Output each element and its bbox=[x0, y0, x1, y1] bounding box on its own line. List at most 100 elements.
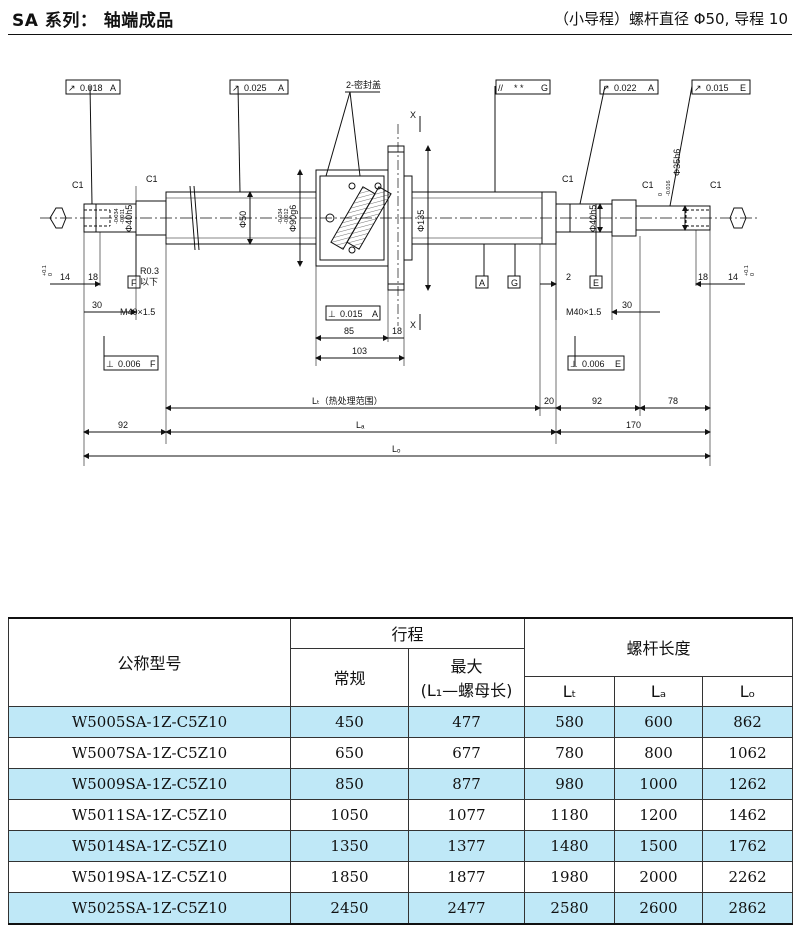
perpendicular-symbol: ⊥ bbox=[106, 359, 114, 369]
dim-18: 18 bbox=[698, 272, 708, 282]
dim-20: 20 bbox=[544, 396, 554, 406]
tolerance-value: 0.018 bbox=[80, 83, 103, 93]
cell-max: 877 bbox=[407, 767, 526, 800]
cell-lo: 862 bbox=[702, 705, 794, 738]
runout-symbol-2: ↗ bbox=[232, 83, 240, 93]
cell-max: 2477 bbox=[407, 891, 526, 924]
dia-135: Φ135 bbox=[416, 210, 426, 232]
cell-la: 1500 bbox=[614, 829, 704, 862]
cell-max: 1377 bbox=[407, 829, 526, 862]
col-stroke: 行程 bbox=[289, 617, 526, 649]
dim-14: 14 bbox=[60, 272, 70, 282]
cell-max: 1877 bbox=[407, 860, 526, 893]
dia-40h5: Φ40h5 bbox=[124, 205, 134, 232]
chamfer-label: C1 bbox=[146, 174, 158, 184]
tol-small: 0 bbox=[658, 193, 664, 196]
cell-lt: 1980 bbox=[524, 860, 616, 893]
cell-model: W5005SA-1Z-C5Z10 bbox=[8, 705, 291, 738]
runout-symbol-1: ↗ bbox=[68, 83, 76, 93]
tolerance-ref: E bbox=[615, 359, 621, 369]
dim-85: 85 bbox=[344, 326, 354, 336]
dim-92: 92 bbox=[592, 396, 602, 406]
dim-92: 92 bbox=[118, 420, 128, 430]
chamfer-label: C1 bbox=[562, 174, 574, 184]
cell-model: W5011SA-1Z-C5Z10 bbox=[8, 798, 291, 831]
spec-table: 公称型号 行程 螺杆长度 常规 最大 (L₁—螺母长) Lₜ Lₐ Lₒ W50… bbox=[8, 617, 794, 925]
cell-normal: 1050 bbox=[290, 798, 409, 831]
datum-a: A bbox=[479, 278, 485, 288]
tolerance-ref: E bbox=[740, 83, 746, 93]
tolerance-ref: A bbox=[278, 83, 284, 93]
dia-50: Φ50 bbox=[238, 211, 248, 228]
cell-max: 677 bbox=[407, 736, 526, 769]
cell-model: W5014SA-1Z-C5Z10 bbox=[8, 829, 291, 862]
cell-la: 1200 bbox=[614, 798, 704, 831]
dim-170: 170 bbox=[626, 420, 641, 430]
cell-la: 2000 bbox=[614, 860, 704, 893]
tol-small: +0.1 bbox=[744, 265, 750, 276]
dim-18: 18 bbox=[392, 326, 402, 336]
cell-la: 1000 bbox=[614, 767, 704, 800]
cell-lo: 1262 bbox=[702, 767, 794, 800]
thread-label: M40×1.5 bbox=[566, 307, 601, 317]
cell-lt: 1180 bbox=[524, 798, 616, 831]
tolerance-ref: A bbox=[110, 83, 116, 93]
cell-lt: 1480 bbox=[524, 829, 616, 862]
technical-drawing: ↗ 0.018 A ↗ 0.025 A // * * G ↗ 0.022 A ↗… bbox=[40, 79, 760, 466]
radius-label: R0.3 bbox=[140, 266, 159, 276]
radius-label-sub: 以下 bbox=[140, 277, 158, 287]
tol-small: 0 bbox=[48, 273, 54, 276]
col-model: 公称型号 bbox=[8, 617, 291, 707]
tolerance-ref: F bbox=[150, 359, 156, 369]
tol-small: 0 bbox=[750, 273, 756, 276]
dim-14: 14 bbox=[728, 272, 738, 282]
cell-lo: 2262 bbox=[702, 860, 794, 893]
col-la: Lₐ bbox=[614, 675, 704, 707]
tolerance-value: * * bbox=[514, 83, 524, 93]
page-subtitle: （小导程）螺杆直径 Φ50, 导程 10 bbox=[553, 10, 788, 28]
dim-30: 30 bbox=[92, 300, 102, 310]
runout-symbol-3: ↗ bbox=[602, 83, 610, 93]
chamfer-label: C1 bbox=[710, 180, 722, 190]
col-lo: Lₒ bbox=[702, 675, 794, 707]
chamfer-label: C1 bbox=[72, 180, 84, 190]
col-length: 螺杆长度 bbox=[524, 617, 794, 677]
tol-small: +0.1 bbox=[42, 265, 48, 276]
dim-78: 78 bbox=[668, 396, 678, 406]
tol-small: -0.012 bbox=[284, 208, 290, 224]
tolerance-value: 0.006 bbox=[582, 359, 605, 369]
cell-lo: 1762 bbox=[702, 829, 794, 862]
perpendicular-symbol: ⊥ bbox=[570, 359, 578, 369]
cell-normal: 450 bbox=[290, 705, 409, 738]
col-lt: Lₜ bbox=[524, 675, 616, 707]
cell-lt: 980 bbox=[524, 767, 616, 800]
tolerance-ref: A bbox=[372, 309, 378, 319]
cell-lo: 1062 bbox=[702, 736, 794, 769]
dim-la: Lₐ bbox=[356, 420, 365, 430]
col-normal: 常规 bbox=[290, 647, 409, 707]
tolerance-ref: G bbox=[541, 83, 548, 93]
col-max: 最大 (L₁—螺母长) bbox=[407, 647, 526, 707]
dim-30: 30 bbox=[622, 300, 632, 310]
dia-35h6: Φ35h6 bbox=[672, 149, 682, 176]
col-max-sub: (L₁—螺母长) bbox=[420, 681, 513, 700]
cell-lo: 1462 bbox=[702, 798, 794, 831]
tolerance-value: 0.006 bbox=[118, 359, 141, 369]
cell-max: 1077 bbox=[407, 798, 526, 831]
cell-normal: 1350 bbox=[290, 829, 409, 862]
cell-la: 2600 bbox=[614, 891, 704, 924]
perpendicular-symbol: ⊥ bbox=[328, 309, 336, 319]
dim-lt: Lₜ（热处理范围） bbox=[312, 395, 383, 406]
page-header: SA 系列： 轴端成品 （小导程）螺杆直径 Φ50, 导程 10 bbox=[8, 4, 792, 35]
runout-symbol-4: ↗ bbox=[694, 83, 702, 93]
datum-e: E bbox=[593, 278, 599, 288]
dim-lo: Lₒ bbox=[392, 444, 401, 454]
header-rule bbox=[8, 34, 792, 35]
tol-small: -0.011 bbox=[120, 209, 126, 224]
tolerance-value: 0.015 bbox=[340, 309, 363, 319]
dia-40h5: Φ40h5 bbox=[588, 205, 598, 232]
